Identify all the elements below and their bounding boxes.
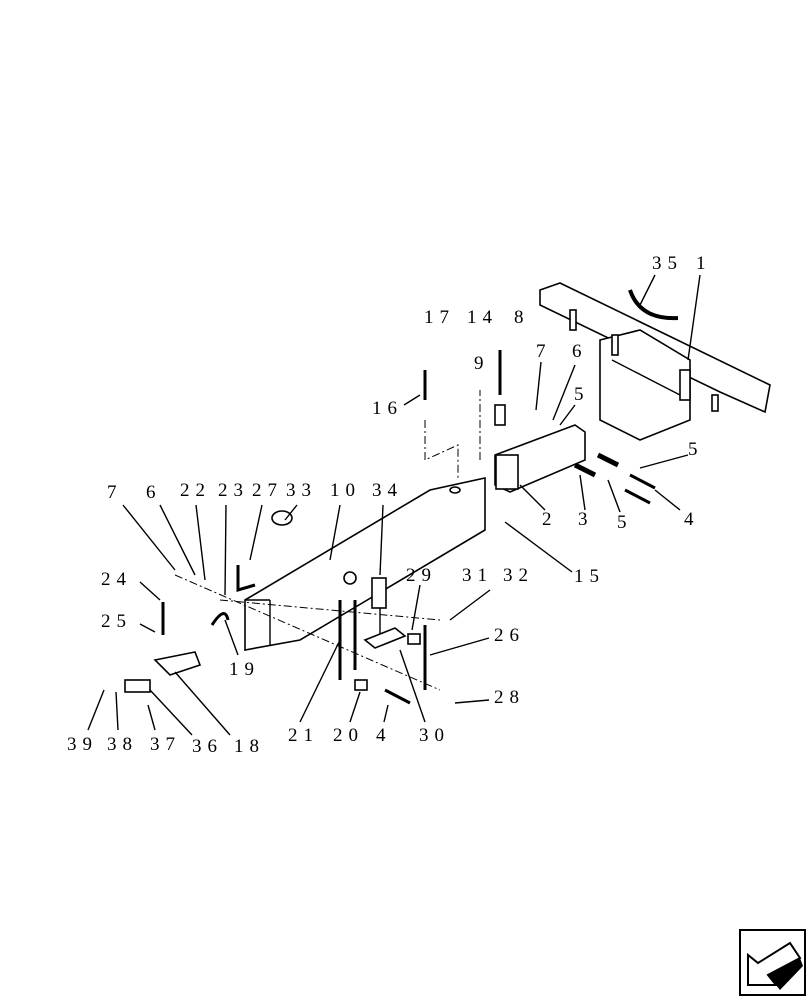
callout-33: 33 (286, 480, 317, 501)
callout-25: 25 (101, 611, 132, 632)
callout-22: 22 (180, 480, 211, 501)
callout-2: 2 (542, 509, 558, 530)
callout-37: 37 (150, 734, 181, 755)
callout-5c: 5 (617, 512, 633, 533)
handle-part (628, 289, 679, 321)
main-frame-part (539, 282, 771, 441)
callout-34: 34 (372, 480, 403, 501)
callout-labels: 35 1 17 14 8 9 7 6 5 16 5 2 3 5 4 15 7 6… (67, 253, 712, 757)
callout-6b: 6 (146, 482, 162, 503)
callout-35: 35 (652, 253, 683, 274)
callout-38: 38 (107, 734, 138, 755)
callout-7: 7 (536, 341, 552, 362)
callout-14: 14 (467, 307, 498, 328)
callout-5b: 5 (688, 439, 704, 460)
callout-8: 8 (514, 307, 530, 328)
callout-3: 3 (578, 509, 594, 530)
callout-26: 26 (494, 625, 525, 646)
callout-27: 27 (252, 480, 283, 501)
tongue-tube-part (244, 477, 486, 651)
callout-9: 9 (474, 353, 490, 374)
callout-19: 19 (229, 659, 260, 680)
leader-lines (87, 274, 701, 736)
callout-21: 21 (288, 725, 319, 746)
arrow-down-left-icon[interactable] (739, 929, 806, 996)
jack-part (363, 577, 407, 649)
tongue-front-part (494, 424, 586, 493)
callout-24: 24 (101, 569, 132, 590)
callout-18: 18 (234, 736, 265, 757)
callout-7b: 7 (107, 482, 123, 503)
assembly-centerlines (174, 390, 481, 691)
callout-32: 32 (503, 565, 534, 586)
callout-6: 6 (572, 341, 588, 362)
callout-36: 36 (192, 736, 223, 757)
callout-1: 1 (696, 253, 712, 274)
callout-17: 17 (424, 307, 455, 328)
callout-29: 29 (406, 565, 437, 586)
callout-31: 31 (462, 565, 493, 586)
callout-15: 15 (574, 566, 605, 587)
callout-5: 5 (574, 384, 590, 405)
callout-20: 20 (333, 725, 364, 746)
callout-4b: 4 (376, 725, 392, 746)
callout-4: 4 (684, 509, 700, 530)
callout-16: 16 (372, 398, 403, 419)
callout-23: 23 (218, 480, 249, 501)
callout-10: 10 (330, 480, 361, 501)
callout-39: 39 (67, 734, 98, 755)
callout-28: 28 (494, 687, 525, 708)
callout-30: 30 (419, 725, 450, 746)
